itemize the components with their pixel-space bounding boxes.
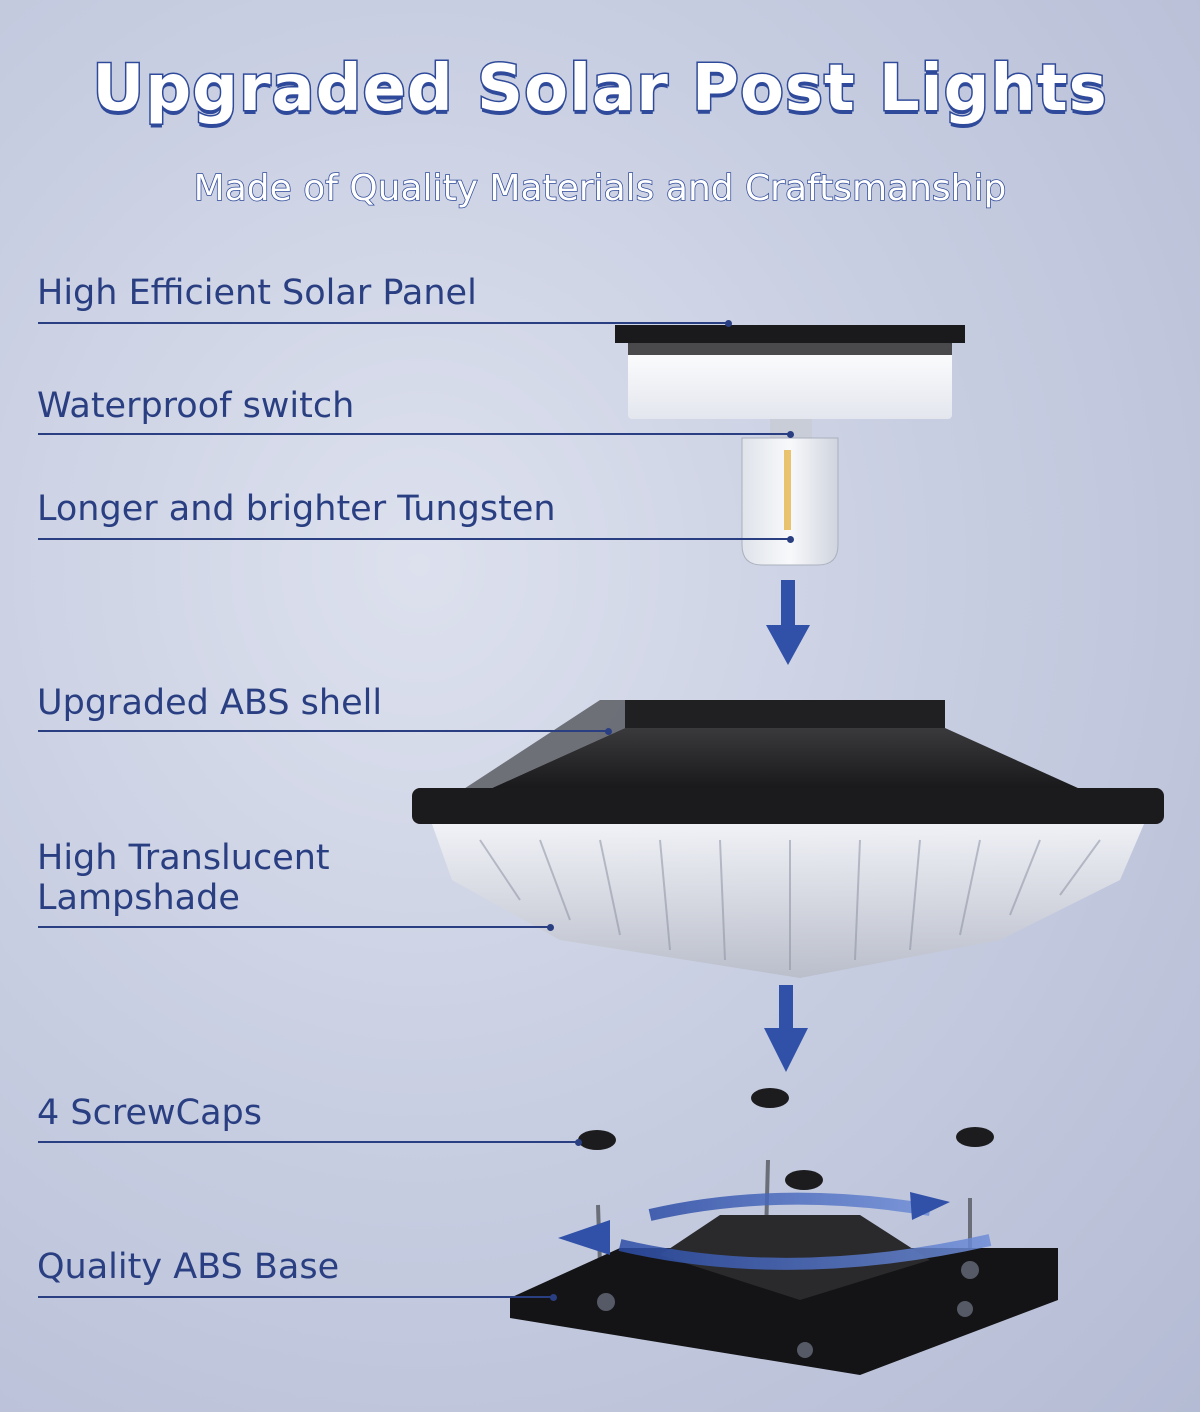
leader-dot	[575, 1139, 582, 1146]
callout-abs-base: Quality ABS Base	[37, 1247, 340, 1287]
callout-lampshade-line1: High Translucent	[37, 838, 330, 878]
leader-line	[38, 926, 550, 928]
callout-screw-caps: 4 ScrewCaps	[37, 1093, 262, 1133]
screw-caps	[578, 1088, 994, 1190]
leader-dot	[787, 431, 794, 438]
callout-solar-panel: High Efficient Solar Panel	[37, 273, 477, 313]
leader-dot	[787, 536, 794, 543]
screw-cap	[956, 1127, 994, 1147]
leader-dot	[547, 924, 554, 931]
leader-line	[38, 538, 790, 540]
abs-shell	[412, 700, 1164, 824]
down-arrow-icon	[766, 580, 810, 665]
leader-line	[38, 1296, 553, 1298]
solar-cap	[615, 325, 965, 419]
abs-base	[510, 1215, 1058, 1375]
tungsten-bulb	[741, 419, 839, 566]
leader-line	[38, 322, 728, 324]
rotate-arrows-icon	[618, 1192, 992, 1270]
down-arrow-icon	[764, 985, 808, 1072]
leader-line	[38, 730, 608, 732]
page-title: Upgraded Solar Post Lights	[91, 51, 1108, 128]
leader-dot	[725, 320, 732, 327]
translucent-lampshade	[432, 824, 1144, 978]
leader-dot	[605, 728, 612, 735]
screw-cap	[578, 1130, 616, 1150]
callout-waterproof-switch: Waterproof switch	[37, 386, 355, 426]
leader-dot	[550, 1294, 557, 1301]
screw-cap	[751, 1088, 789, 1108]
screw-cap	[785, 1170, 823, 1190]
callout-lampshade-line2: Lampshade	[37, 878, 240, 918]
leader-line	[38, 1141, 578, 1143]
page-subtitle: Made of Quality Materials and Craftsmans…	[193, 167, 1007, 210]
callout-tungsten: Longer and brighter Tungsten	[37, 489, 556, 529]
solar-cap-body	[628, 343, 952, 419]
leader-line	[38, 433, 790, 435]
solar-panel-top	[615, 325, 965, 343]
callout-abs-shell: Upgraded ABS shell	[37, 683, 383, 723]
